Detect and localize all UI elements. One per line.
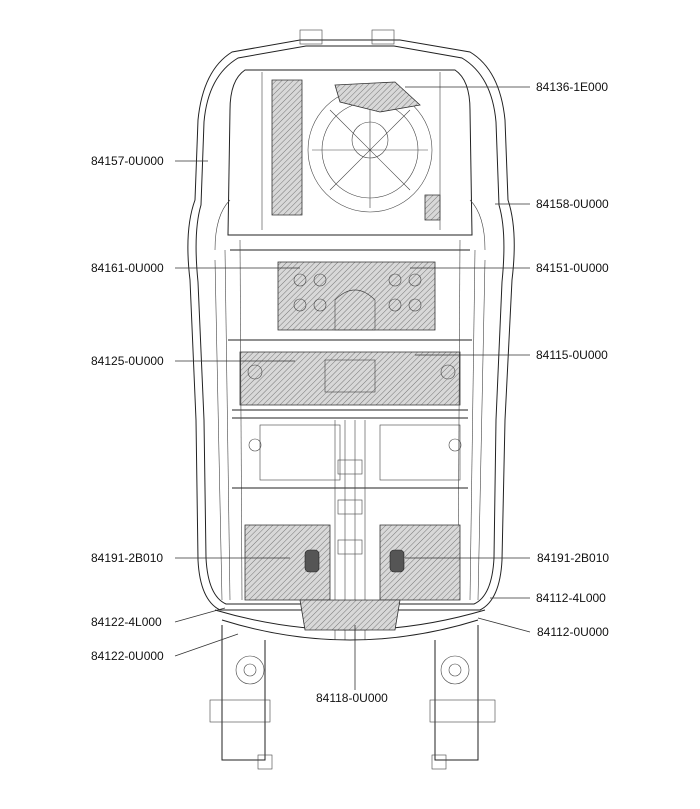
part-label: 84157-0U000: [91, 154, 164, 168]
part-label: 84191-2B010: [537, 551, 609, 565]
part-label: 84122-0U000: [91, 649, 164, 663]
vehicle-body-drawing: [187, 29, 515, 770]
part-label: 84118-0U000: [316, 691, 388, 705]
part-label: 84112-4L000: [536, 591, 606, 605]
part-label: 84136-1E000: [536, 80, 608, 94]
part-label: 84161-0U000: [91, 261, 164, 275]
leader-lines: [174, 86, 531, 690]
part-label: 84122-4L000: [91, 615, 162, 629]
part-label: 84115-0U000: [536, 348, 608, 362]
part-label: 84151-0U000: [536, 261, 609, 275]
part-label: 84112-0U000: [537, 625, 609, 639]
part-label: 84125-0U000: [91, 354, 164, 368]
part-label: 84191-2B010: [91, 551, 163, 565]
part-labels: 84136-1E000 84157-0U000 84158-0U000 8416…: [91, 80, 609, 705]
part-label: 84158-0U000: [536, 197, 609, 211]
